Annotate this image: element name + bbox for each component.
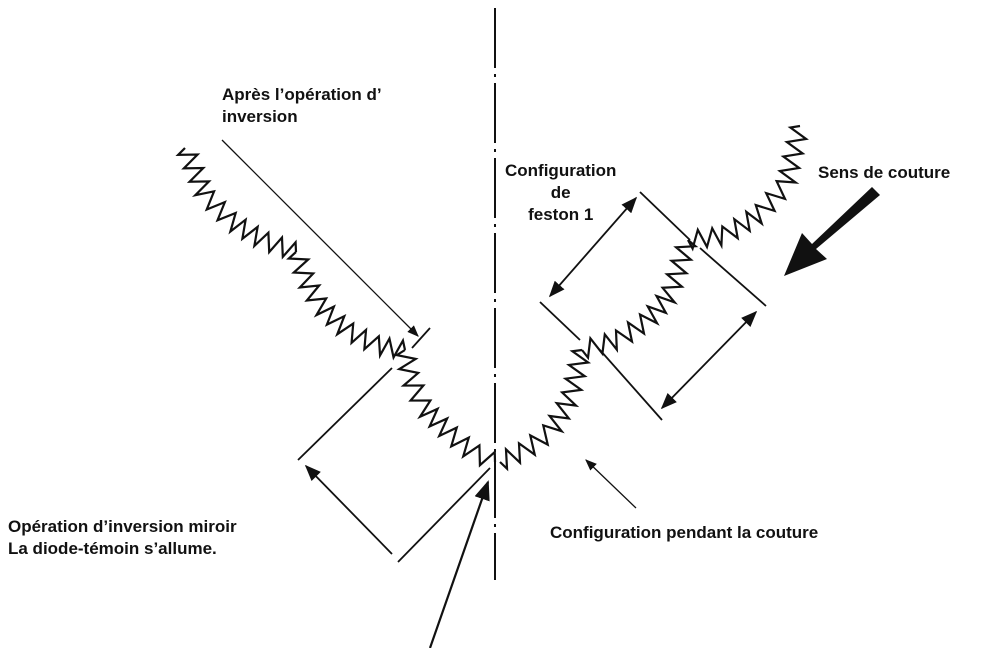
feston-dimension-bracket bbox=[539, 191, 691, 341]
after-inversion-end-tick bbox=[411, 327, 431, 349]
mirror-dimension-bracket bbox=[297, 367, 491, 563]
zigzag-segment bbox=[393, 349, 497, 468]
feston-config-label-line1: Configuration bbox=[505, 161, 617, 180]
feston-config-label: Configuration de feston 1 bbox=[505, 160, 616, 226]
sewing-direction-arrow bbox=[784, 187, 880, 276]
during-sewing-label: Configuration pendant la couture bbox=[550, 523, 819, 542]
after-inversion-label-line1: Après l’opération d’ bbox=[222, 85, 382, 104]
after-inversion-label: Après l’opération d’ inversion bbox=[222, 84, 382, 128]
zigzag-segment bbox=[581, 239, 699, 361]
right-zigzag-stitch bbox=[499, 124, 809, 472]
origin-pointer-arrow bbox=[428, 480, 490, 648]
zigzag-segment bbox=[286, 251, 407, 361]
mirror-inversion-label: Opération d’inversion miroir La diode-té… bbox=[8, 516, 237, 560]
zigzag-segment bbox=[175, 147, 298, 260]
second-dimension-bracket bbox=[599, 247, 767, 421]
zigzag-segment bbox=[499, 348, 592, 472]
mirror-inversion-label-line2: La diode-témoin s’allume. bbox=[8, 539, 217, 558]
after-inversion-leader-line bbox=[221, 139, 419, 337]
feston-config-label-line3: feston 1 bbox=[528, 205, 594, 224]
feston-config-label-line2: de bbox=[550, 183, 571, 202]
mirror-inversion-label-line1: Opération d’inversion miroir bbox=[8, 517, 237, 536]
during-sewing-leader-line bbox=[585, 459, 637, 509]
left-zigzag-stitch bbox=[175, 147, 497, 468]
after-inversion-label-line2: inversion bbox=[222, 107, 298, 126]
zigzag-segment bbox=[687, 124, 809, 252]
sewing-direction-label: Sens de couture bbox=[818, 163, 951, 182]
